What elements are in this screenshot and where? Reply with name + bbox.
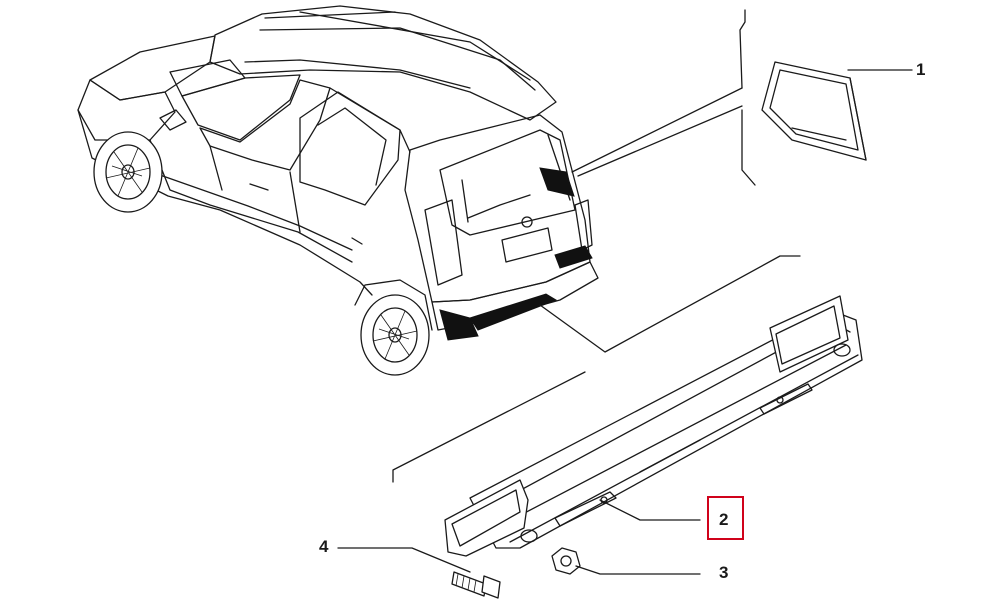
car-illustration [77, 5, 599, 376]
callout-3[interactable]: 3 [719, 563, 728, 582]
callout-4[interactable]: 4 [319, 537, 329, 556]
part-3-illustration [551, 547, 701, 575]
part-1-illustration [761, 61, 867, 161]
part-4-illustration [337, 547, 501, 599]
callout-2-highlight-box [707, 496, 744, 540]
part-2-illustration [444, 295, 863, 557]
callout-1[interactable]: 1 [916, 60, 925, 79]
leader-bracket-1 [571, 9, 913, 186]
leader-bracket-2 [392, 255, 801, 521]
callout-2[interactable]: 2 [719, 510, 728, 529]
